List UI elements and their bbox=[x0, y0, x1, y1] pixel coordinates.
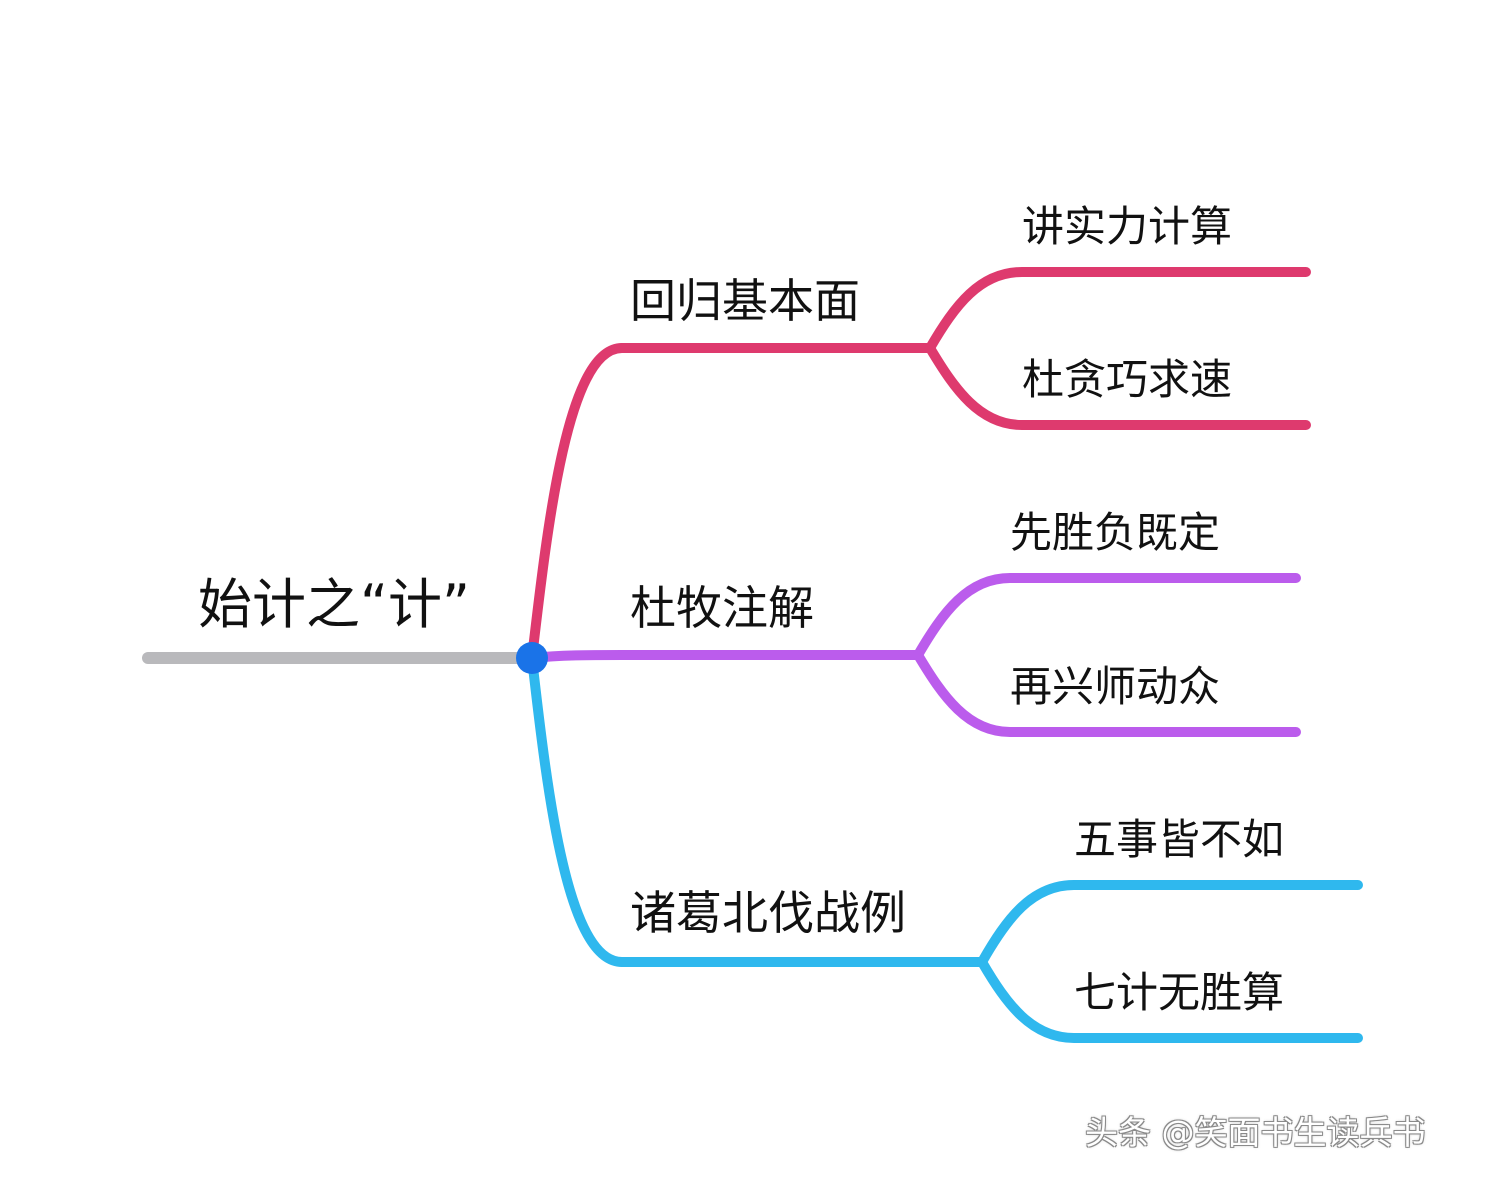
leaf-label-bottom-1: 五事皆不如 bbox=[1074, 815, 1285, 864]
leaf-label-middle-1: 先胜负既定 bbox=[1010, 508, 1221, 557]
leaf-label-top-1: 讲实力计算 bbox=[1022, 202, 1233, 251]
branch-underline-middle bbox=[527, 650, 923, 663]
branch-label-bottom: 诸葛北伐战例 bbox=[630, 886, 906, 940]
leaf-connector-bottom-1 bbox=[977, 880, 1363, 967]
watermark-text: 头条 @笑面书生读兵书 bbox=[1085, 1113, 1426, 1152]
leaf-connector-middle-1 bbox=[913, 573, 1301, 660]
leaf-connector-top-2 bbox=[925, 343, 1311, 430]
branch-label-middle: 杜牧注解 bbox=[630, 581, 814, 635]
leaf-connector-top-1 bbox=[925, 267, 1311, 353]
leaf-connector-bottom-2 bbox=[977, 957, 1363, 1043]
branch-connector-top bbox=[527, 343, 627, 663]
leaf-label-middle-2: 再兴师动众 bbox=[1010, 662, 1221, 711]
branch-connector-bottom bbox=[527, 653, 627, 967]
leaf-label-top-2: 杜贪巧求速 bbox=[1022, 355, 1233, 404]
branch-label-top: 回归基本面 bbox=[630, 274, 860, 328]
leaf-label-bottom-2: 七计无胜算 bbox=[1074, 968, 1285, 1017]
root-label: 始计之“计” bbox=[198, 573, 470, 636]
leaf-connector-middle-2 bbox=[913, 650, 1301, 737]
root-node-dot bbox=[516, 642, 548, 674]
